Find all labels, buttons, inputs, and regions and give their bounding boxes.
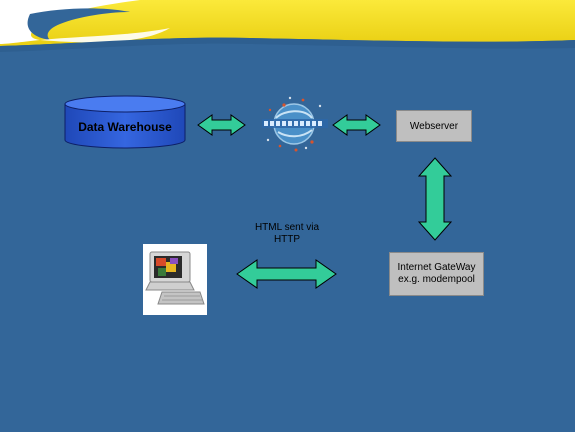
arrow-warehouse-network xyxy=(197,114,246,136)
http-edge-label-line2: HTTP xyxy=(273,233,301,245)
arrow-network-webserver xyxy=(332,114,381,136)
http-edge-label: HTML sent via HTTP xyxy=(232,222,342,245)
arrow-client-gateway xyxy=(236,259,337,289)
webserver-label: Webserver xyxy=(409,120,459,132)
gateway-label-line2: ex.g. modempool xyxy=(398,274,475,285)
data-warehouse-cylinder xyxy=(64,95,186,149)
webserver-node: Webserver xyxy=(396,110,472,142)
computer-icon xyxy=(143,244,207,315)
http-edge-label-line1: HTML sent via xyxy=(254,222,320,233)
data-warehouse-label: Data Warehouse xyxy=(78,120,172,134)
network-globe-icon xyxy=(262,96,328,152)
internet-gateway-node: Internet GateWay ex.g. modempool xyxy=(389,252,484,296)
arrow-webserver-gateway xyxy=(417,157,453,241)
banner-decoration xyxy=(0,0,575,52)
gateway-label-line1: Internet GateWay xyxy=(397,262,476,273)
